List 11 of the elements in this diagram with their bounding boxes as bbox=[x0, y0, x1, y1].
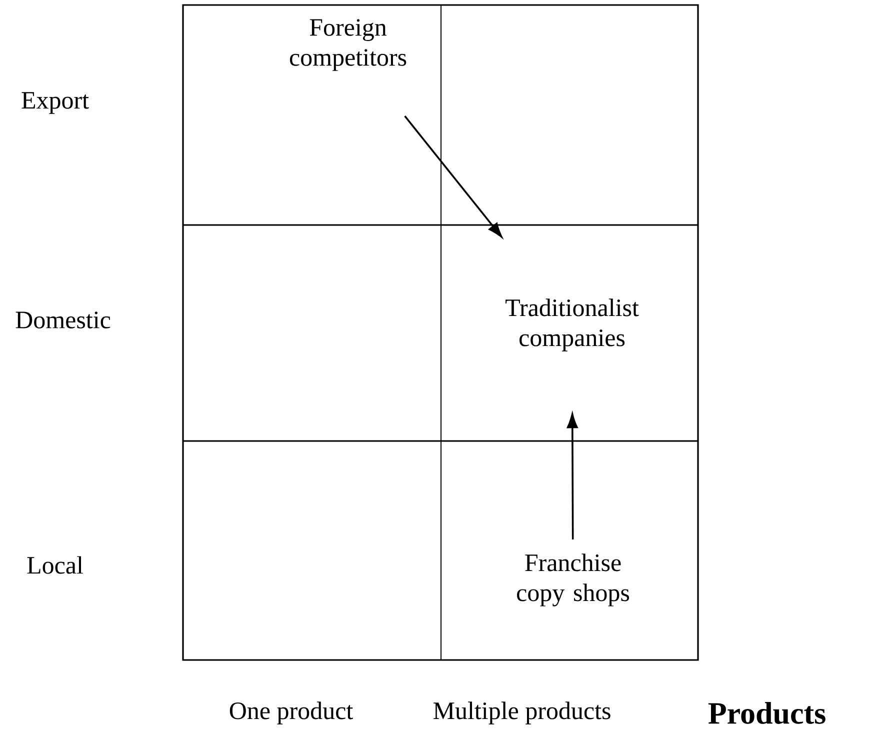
text-label: Traditionalist companies bbox=[506, 298, 639, 352]
arrow bbox=[566, 413, 578, 540]
column-label: Multiple products bbox=[434, 702, 610, 724]
arrow bbox=[404, 116, 502, 238]
row-label: Domestic bbox=[16, 312, 110, 328]
row-label: Export bbox=[22, 92, 89, 114]
text-label: Foreign competitors bbox=[290, 19, 406, 71]
column-label: One product bbox=[230, 702, 353, 724]
row-label: Local bbox=[27, 556, 83, 574]
text-label: Franchise copy shops bbox=[517, 554, 630, 606]
axis-title: Products bbox=[708, 702, 826, 724]
